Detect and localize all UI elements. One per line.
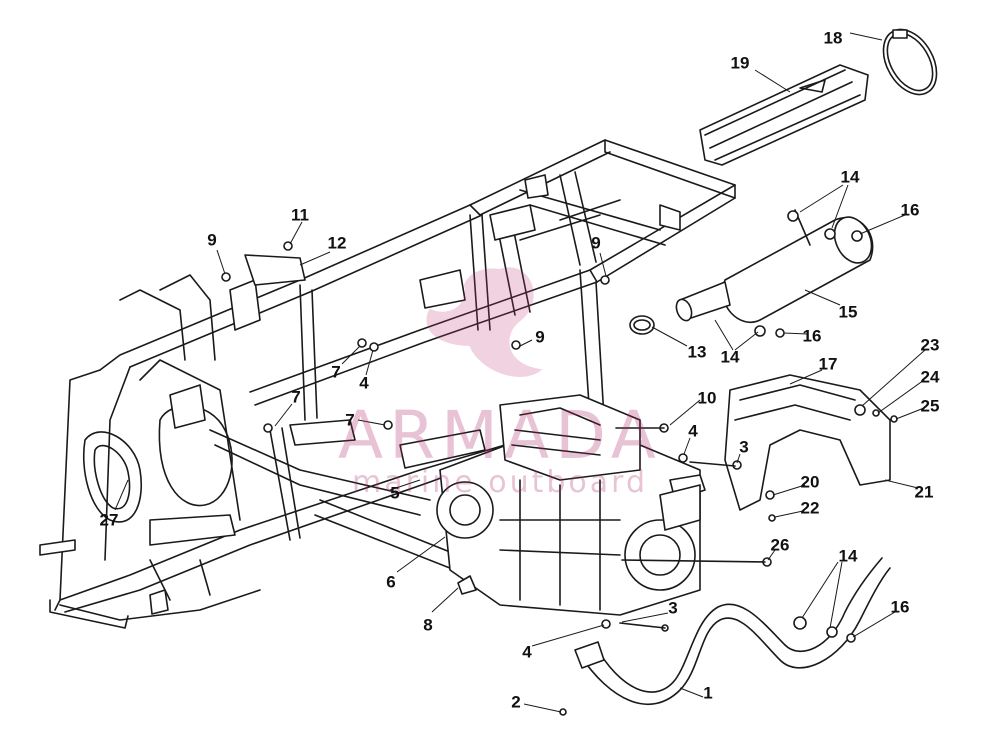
callout-label: 6 [386,573,395,592]
callout-label: 17 [819,355,838,374]
callout-label: 16 [803,327,822,346]
callout-label: 14 [839,547,858,566]
rear-heat-shield [724,374,891,511]
callout-label: 14 [841,168,860,187]
callout-label: 18 [824,29,843,48]
callout-label: 25 [921,397,940,416]
callout-label: 3 [668,599,677,618]
exhaust-clamp [629,315,655,335]
watermark-logo-icon [426,267,543,377]
callout-label: 9 [535,328,544,347]
leader-lines [114,32,926,713]
watermark-tagline: marine outboard [352,465,648,500]
callout-label: 10 [698,389,717,408]
callout-label: 7 [331,363,340,382]
callout-label: 9 [207,231,216,250]
callout-label: 27 [100,511,119,530]
callout-label: 22 [801,499,820,518]
callout-label: 4 [359,374,369,393]
callout-label: 20 [801,473,820,492]
callout-label: 23 [921,336,940,355]
callout-label: 7 [291,388,300,407]
callout-label: 21 [915,483,934,502]
clamp-ring [882,28,938,96]
callout-label: 16 [901,201,920,220]
callout-label: 5 [390,484,399,503]
callout-label: 12 [328,234,347,253]
exhaust-pipe [574,557,891,706]
chassis-frame [39,139,736,629]
callout-label: 3 [739,438,748,457]
callout-label: 24 [921,368,940,387]
callout-label: 9 [591,234,600,253]
callout-label: 11 [291,206,309,225]
callout-label: 14 [721,348,740,367]
callout-label: 4 [522,643,532,662]
callout-label: 15 [839,303,858,322]
callout-label: 26 [771,536,790,555]
watermark: ARMADA marine outboard [338,267,662,500]
callout-label: 7 [345,411,354,430]
callout-label: 13 [688,343,707,362]
callout-label: 8 [423,616,432,635]
watermark-brand: ARMADA [338,397,662,474]
callout-label: 4 [688,422,698,441]
callout-label: 1 [703,684,712,703]
muffler-heat-shield [699,64,869,166]
callout-label: 2 [511,693,520,712]
engine-assembly [436,394,706,616]
callout-label: 16 [891,598,910,617]
callout-label: 19 [731,54,750,73]
